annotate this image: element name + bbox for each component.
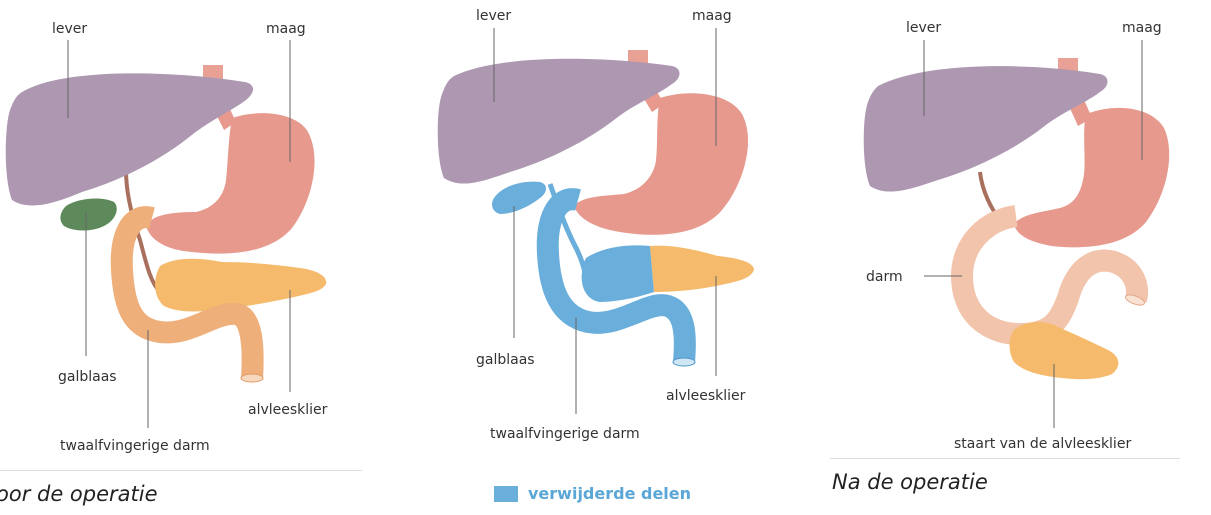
label-liver: lever xyxy=(476,8,511,24)
anatomy-after-diagram: lever maag darm staart van de alvleeskli… xyxy=(830,0,1211,515)
label-pancreas: alvleesklier xyxy=(248,402,328,418)
legend: verwijderde delen xyxy=(494,484,691,503)
label-intestine: darm xyxy=(866,269,903,285)
label-duodenum: twaalfvingerige darm xyxy=(60,438,210,454)
label-stomach: maag xyxy=(1122,20,1162,36)
label-liver: lever xyxy=(52,21,87,37)
caption-divider xyxy=(0,470,362,471)
anatomy-removed-diagram: lever maag galblaas twaalfvingerige darm… xyxy=(410,0,810,515)
removed-pancreas-head xyxy=(582,245,654,302)
label-liver: lever xyxy=(906,20,941,36)
legend-swatch xyxy=(494,486,518,502)
label-stomach: maag xyxy=(692,8,732,24)
label-duodenum: twaalfvingerige darm xyxy=(490,426,640,442)
gallbladder xyxy=(60,199,116,231)
anatomy-before-diagram: lever maag galblaas twaalfvingerige darm… xyxy=(0,0,370,515)
liver xyxy=(864,66,1108,191)
intestine-opening xyxy=(673,358,695,366)
label-gallbladder: galblaas xyxy=(476,352,535,368)
caption-after: Na de operatie xyxy=(832,470,988,494)
panel-removed: lever maag galblaas twaalfvingerige darm… xyxy=(410,0,810,515)
caption-before: oor de operatie xyxy=(0,482,158,506)
removed-gallbladder xyxy=(492,182,546,214)
panel-after: lever maag darm staart van de alvleeskli… xyxy=(830,0,1211,515)
panel-before: lever maag galblaas twaalfvingerige darm… xyxy=(0,0,370,515)
label-pancreas: alvleesklier xyxy=(666,388,746,404)
liver xyxy=(438,59,680,184)
label-pancreas-tail: staart van de alvleesklier xyxy=(954,436,1131,452)
label-gallbladder: galblaas xyxy=(58,369,117,385)
intestine-opening xyxy=(241,374,263,382)
pancreas-tail xyxy=(1010,322,1119,379)
caption-divider xyxy=(830,458,1180,459)
legend-label: verwijderde delen xyxy=(528,484,691,503)
pancreas xyxy=(155,259,326,312)
pancreas-tail xyxy=(650,246,754,292)
label-stomach: maag xyxy=(266,21,306,37)
liver xyxy=(6,73,253,205)
